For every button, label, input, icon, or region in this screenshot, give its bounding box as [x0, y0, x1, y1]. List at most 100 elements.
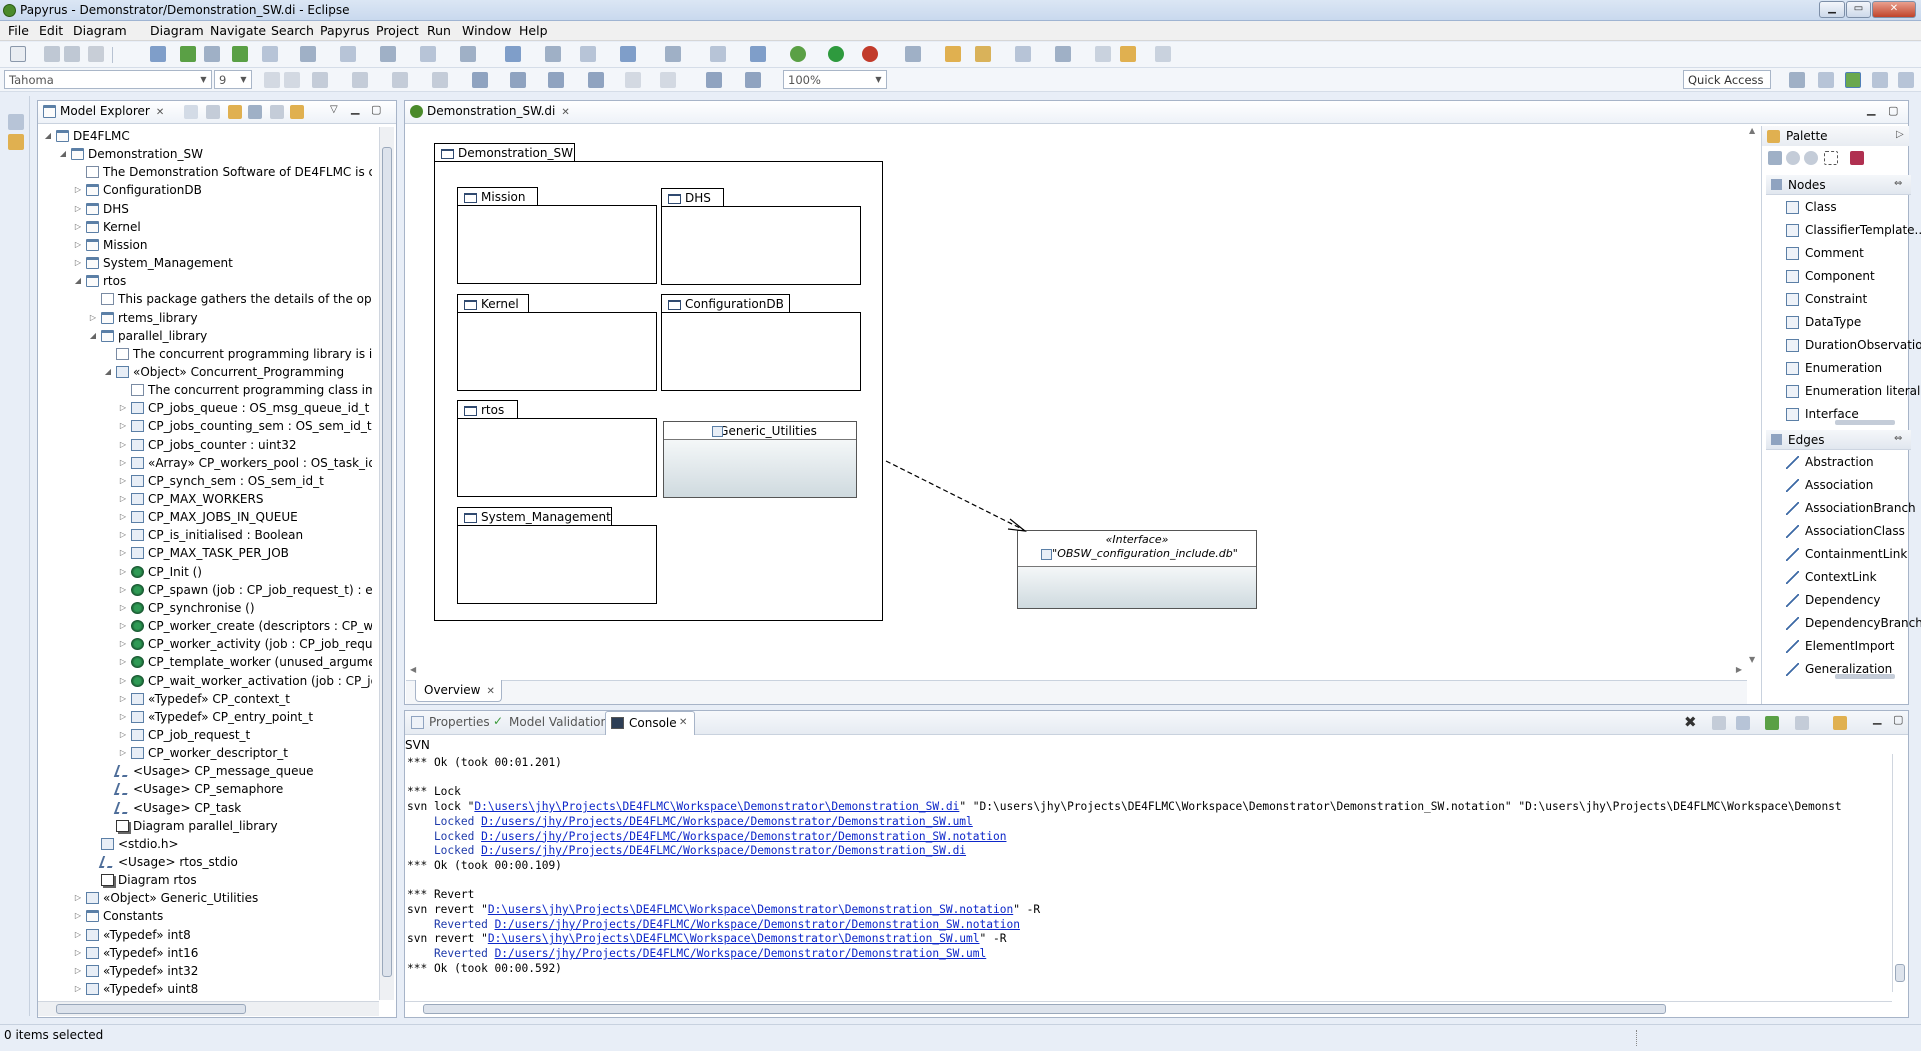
run-icon[interactable] [828, 46, 844, 62]
toolbar-icon[interactable] [706, 72, 722, 88]
minimize-view-icon[interactable]: ▁ [351, 102, 360, 115]
tree-item[interactable]: ▷rtems_library [87, 309, 372, 327]
maximize-editor-icon[interactable]: ▢ [1888, 104, 1899, 117]
tree-item[interactable]: <Usage> CP_semaphore [102, 780, 372, 798]
tree-item[interactable]: ▷CP_spawn (job : CP_job_request_t) : er [117, 581, 372, 599]
tree-item[interactable]: ▷CP_synch_sem : OS_sem_id_t [117, 472, 372, 490]
console-file-link[interactable]: D:/users/jhy/Projects/DE4FLMC/Workspace/… [494, 917, 1020, 931]
tree-item[interactable]: ▷CP_worker_create (descriptors : CP_wo [117, 617, 372, 635]
toolbar-icon[interactable] [472, 72, 488, 88]
close-icon[interactable]: ✕ [561, 107, 570, 118]
collapsed-arrow-icon[interactable]: ▷ [74, 947, 82, 957]
collapsed-arrow-icon[interactable]: ▷ [74, 929, 82, 939]
debug-icon[interactable] [790, 46, 806, 62]
edges-scroll-thumb[interactable] [1835, 674, 1895, 679]
arrange-icon[interactable] [588, 72, 604, 88]
class-generic-utilities[interactable]: Generic_Utilities [663, 421, 857, 498]
maximize-button[interactable]: ▭ [1846, 1, 1871, 18]
perspective-icon[interactable] [1872, 72, 1888, 88]
expanded-arrow-icon[interactable]: ◢ [44, 131, 52, 140]
collapsed-arrow-icon[interactable]: ▷ [74, 965, 82, 975]
collapsed-arrow-icon[interactable]: ▷ [119, 621, 127, 631]
tree-item[interactable]: ▷CP_is_initialised : Boolean [117, 526, 372, 544]
menu-file[interactable]: File [8, 23, 29, 38]
print-icon[interactable] [88, 46, 104, 62]
fill-color-icon[interactable] [352, 72, 368, 88]
collapsed-arrow-icon[interactable]: ▷ [119, 675, 127, 685]
collapsed-arrow-icon[interactable]: ▷ [74, 984, 82, 994]
palette-collapse-icon[interactable]: ▷ [1896, 129, 1904, 140]
properties-tab[interactable]: Properties [429, 715, 490, 729]
tree-item[interactable]: ▷CP_Init () [117, 563, 372, 581]
collapsed-arrow-icon[interactable]: ▷ [119, 657, 127, 667]
collapsed-arrow-icon[interactable]: ▷ [74, 221, 82, 231]
toolbar-icon[interactable] [665, 46, 681, 62]
align-icon[interactable] [510, 72, 526, 88]
tree-item[interactable]: ▷«Typedef» int16 [72, 944, 372, 962]
tree-item[interactable]: ◢DE4FLMC [42, 127, 372, 145]
zoom-out-icon[interactable] [1804, 151, 1818, 165]
palette-tool-icon[interactable] [1850, 151, 1864, 165]
quick-access-input[interactable]: Quick Access [1683, 70, 1771, 89]
nodes-scroll-thumb[interactable] [1835, 420, 1895, 425]
tree-item[interactable]: ▷CP_job_request_t [117, 726, 372, 744]
collapsed-arrow-icon[interactable]: ▷ [119, 748, 127, 758]
console-vertical-scrollbar[interactable] [1892, 754, 1907, 992]
console-file-link[interactable]: D:/users/jhy/Projects/DE4FLMC/Workspace/… [481, 814, 973, 828]
collapsed-arrow-icon[interactable]: ▷ [74, 893, 82, 903]
editor-tab-demonstration-sw[interactable]: Demonstration_SW.di✕ [405, 101, 576, 123]
console-file-link[interactable]: D:/users/jhy/Projects/DE4FLMC/Workspace/… [494, 947, 987, 961]
toolbar-icon[interactable] [750, 46, 766, 62]
console-file-link[interactable]: D:/users/jhy/Projects/DE4FLMC/Workspace/… [481, 844, 967, 858]
tree-item[interactable]: ▷«Typedef» CP_entry_point_t [117, 708, 372, 726]
font-size-combo[interactable]: 9▼ [214, 70, 252, 89]
perspective-icon[interactable] [1818, 72, 1834, 88]
collapsed-arrow-icon[interactable]: ▷ [74, 203, 82, 213]
tree-item[interactable]: ▷«Typedef» uint16 [72, 998, 372, 1000]
minimize-button[interactable]: ▁ [1819, 1, 1845, 18]
menu-papyrus-diagram[interactable]: Diagram [150, 23, 204, 38]
toolbar-icon[interactable] [505, 46, 521, 62]
tree-item[interactable]: ◢Demonstration_SW [57, 145, 372, 163]
menu-edit[interactable]: Edit [39, 23, 64, 38]
pin-console-icon[interactable] [1765, 716, 1779, 730]
close-window-button[interactable]: ✕ [1872, 1, 1916, 18]
tree-item[interactable]: ▷Kernel [72, 218, 372, 236]
expanded-arrow-icon[interactable]: ◢ [59, 149, 67, 159]
model-validation-tab[interactable]: Model Validation [509, 715, 609, 729]
tree-item[interactable]: ▷CP_wait_worker_activation (job : CP_jo [117, 672, 372, 690]
collapsed-arrow-icon[interactable]: ▷ [119, 421, 127, 431]
collapsed-arrow-icon[interactable]: ▷ [72, 998, 84, 1000]
tree-horizontal-scrollbar[interactable] [38, 1001, 379, 1016]
tree-item[interactable]: The concurrent programming class im [117, 381, 372, 399]
palette-nodes-drawer[interactable]: Nodes ⇔ [1766, 175, 1911, 195]
model-explorer-tab[interactable]: Model Explorer✕ [38, 101, 170, 123]
canvas-horizontal-scrollbar[interactable]: ◀▶ [406, 664, 1746, 679]
collapsed-arrow-icon[interactable]: ▷ [119, 530, 127, 540]
tree-item[interactable]: ▷CP_worker_activity (job : CP_job_reque [117, 635, 372, 653]
toolbar-icon[interactable] [150, 46, 166, 62]
collapsed-arrow-icon[interactable]: ▷ [119, 711, 127, 721]
palette-edges-drawer[interactable]: Edges ⇔ [1766, 430, 1911, 450]
close-icon[interactable]: ✕ [679, 717, 688, 728]
tree-item[interactable]: ▷«Typedef» int32 [72, 962, 372, 980]
tree-item[interactable]: <stdio.h> [87, 835, 372, 853]
filter-icon[interactable] [228, 105, 242, 119]
collapsed-arrow-icon[interactable]: ▷ [74, 258, 82, 268]
tree-item[interactable]: ◢parallel_library [87, 327, 372, 345]
back-icon[interactable] [1120, 46, 1136, 62]
toolbar-icon[interactable] [180, 46, 196, 62]
view-icon[interactable] [8, 134, 24, 150]
tree-item[interactable]: ◢rtos [72, 272, 372, 290]
link-editor-icon[interactable] [206, 105, 220, 119]
collapsed-arrow-icon[interactable]: ▷ [74, 239, 82, 249]
bold-icon[interactable] [264, 72, 280, 88]
menu-help[interactable]: Help [519, 23, 548, 38]
toolbar-icon[interactable] [1015, 46, 1031, 62]
sort-icon[interactable] [248, 105, 262, 119]
collapsed-arrow-icon[interactable]: ▷ [119, 494, 127, 503]
line-color-icon[interactable] [392, 72, 408, 88]
minimize-editor-icon[interactable]: ▁ [1867, 103, 1876, 116]
collapsed-arrow-icon[interactable]: ▷ [119, 639, 127, 649]
